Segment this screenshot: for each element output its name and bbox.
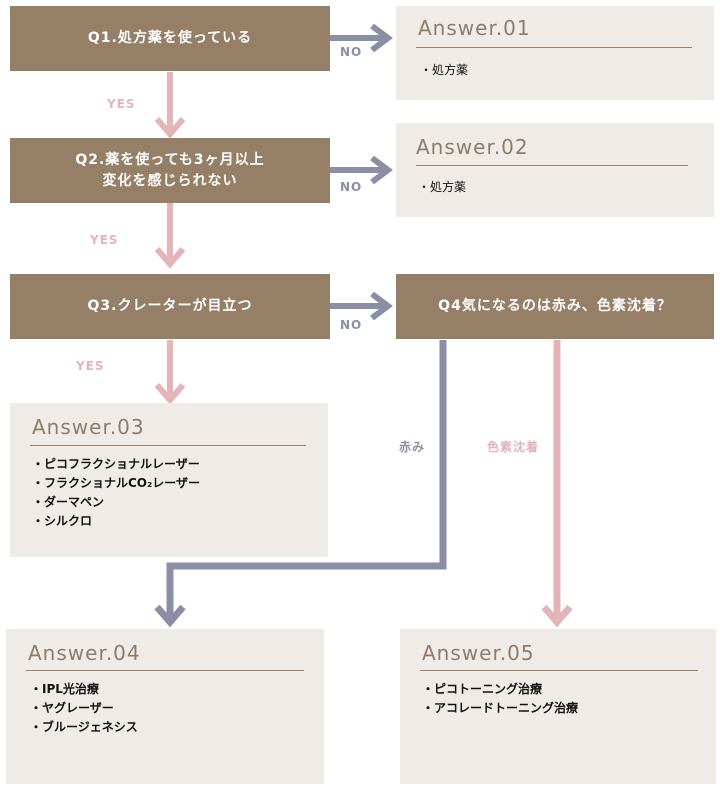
- label-yes-q1: YES: [107, 97, 136, 111]
- list-item: ・IPL光治療: [30, 682, 99, 696]
- question-q3: Q3.クレーターが目立つ: [10, 274, 330, 339]
- label-no-q2: NO: [340, 180, 363, 194]
- list-item: ・フラクショナルCO₂レーザー: [32, 476, 201, 490]
- question-q2: Q2.薬を使っても3ヶ月以上 変化を感じられない: [10, 138, 330, 203]
- list-item: ・処方薬: [420, 63, 469, 77]
- answer-04-rule: [26, 670, 304, 671]
- answer-01-title: Answer.01: [418, 16, 531, 40]
- answer-03-list: ・ピコフラクショナルレーザー ・フラクショナルCO₂レーザー ・ダーマペン ・シ…: [32, 455, 200, 531]
- answer-05-list: ・ピコトーニング治療 ・アコレードトーニング治療: [422, 680, 578, 718]
- label-pigmentation: 色素沈着: [487, 440, 540, 454]
- yes-arrow-q1: [154, 72, 186, 139]
- pigmentation-arrow: [541, 340, 573, 628]
- no-arrow-q3: [330, 291, 393, 321]
- label-yes-q2: YES: [90, 233, 119, 247]
- list-item: ・シルクロ: [32, 514, 93, 528]
- answer-01-list: ・処方薬: [420, 61, 468, 80]
- list-item: ・アコレードトーニング治療: [422, 701, 579, 715]
- answer-04-box: Answer.04 ・IPL光治療 ・ヤグレーザー ・ブルージェネシス: [6, 629, 324, 784]
- list-item: ・ピコフラクショナルレーザー: [32, 457, 200, 471]
- answer-05-box: Answer.05 ・ピコトーニング治療 ・アコレードトーニング治療: [400, 629, 716, 784]
- answer-02-list: ・処方薬: [418, 178, 466, 197]
- answer-04-title: Answer.04: [28, 641, 141, 665]
- redness-arrow: [154, 340, 447, 628]
- answer-03-title: Answer.03: [32, 415, 145, 439]
- label-no-q1: NO: [340, 45, 363, 59]
- answer-03-rule: [30, 445, 306, 446]
- label-redness: 赤み: [399, 440, 426, 454]
- no-arrow-q1: [330, 23, 393, 53]
- answer-04-list: ・IPL光治療 ・ヤグレーザー ・ブルージェネシス: [30, 680, 138, 737]
- question-q3-text: Q3.クレーターが目立つ: [87, 298, 253, 314]
- list-item: ・処方薬: [418, 180, 467, 194]
- answer-03-box: Answer.03 ・ピコフラクショナルレーザー ・フラクショナルCO₂レーザー…: [10, 403, 328, 557]
- yes-arrow-q2: [154, 203, 186, 269]
- answer-05-rule: [420, 670, 698, 671]
- label-no-q3: NO: [340, 318, 363, 332]
- no-arrow-q2: [330, 155, 393, 185]
- list-item: ・ブルージェネシス: [30, 720, 138, 734]
- yes-arrow-q3: [154, 340, 186, 405]
- answer-01-box: Answer.01 ・処方薬: [396, 6, 714, 100]
- list-item: ・ピコトーニング治療: [422, 682, 543, 696]
- answer-02-rule: [416, 165, 688, 166]
- answer-01-rule: [416, 47, 692, 48]
- list-item: ・ダーマペン: [32, 495, 105, 509]
- answer-02-title: Answer.02: [416, 135, 529, 159]
- question-q4-text: Q4気になるのは赤み、色素沈着？: [438, 298, 672, 314]
- answer-05-title: Answer.05: [422, 641, 535, 665]
- question-q2-text: Q2.薬を使っても3ヶ月以上 変化を感じられない: [75, 151, 265, 189]
- label-yes-q3: YES: [76, 359, 105, 373]
- list-item: ・ヤグレーザー: [30, 701, 114, 715]
- question-q4: Q4気になるのは赤み、色素沈着？: [396, 274, 714, 339]
- answer-02-box: Answer.02 ・処方薬: [396, 123, 714, 217]
- question-q1-text: Q1.処方薬を使っている: [87, 30, 253, 46]
- question-q1: Q1.処方薬を使っている: [10, 6, 330, 71]
